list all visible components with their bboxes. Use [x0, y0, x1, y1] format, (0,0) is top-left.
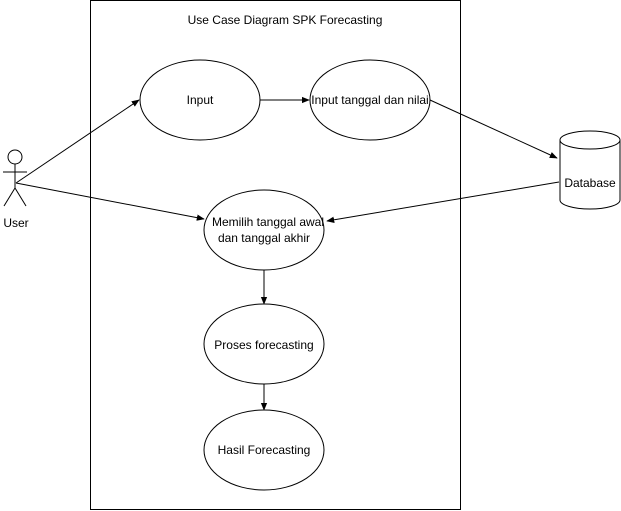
actor-user-label: User [3, 216, 28, 230]
edge-database-memilih [326, 181, 560, 223]
datastore-database[interactable]: Database [559, 130, 621, 210]
diagram-title: Use Case Diagram SPK Forecasting [188, 13, 383, 27]
use-case-memilih-label-line2: dan tanggal akhir [218, 231, 310, 245]
connections [15, 96, 560, 411]
datastore-database-label: Database [564, 176, 616, 190]
actor-right-leg [14, 187, 27, 207]
edge-inputtanggal-database [429, 99, 558, 159]
actor-left-leg [3, 187, 16, 207]
actor-user[interactable]: User [3, 149, 29, 230]
use-case-memilih-tanggal[interactable]: Memilih tanggal awal dan tanggal akhir [203, 189, 325, 271]
use-case-input-label: Input [187, 93, 214, 107]
use-case-memilih-label-line1: Memilih tanggal awal [212, 215, 324, 229]
use-case-proses-forecasting[interactable]: Proses forecasting [203, 303, 325, 385]
use-case-input-tanggal[interactable]: Input tanggal dan nilai [309, 59, 431, 141]
edge-user-memilih [15, 182, 205, 221]
use-case-proses-label: Proses forecasting [214, 338, 313, 352]
actor-head [7, 149, 23, 165]
use-case-input[interactable]: Input [139, 59, 261, 141]
database-rim [559, 139, 621, 150]
use-case-hasil-forecasting[interactable]: Hasil Forecasting [203, 409, 325, 491]
use-case-hasil-label: Hasil Forecasting [218, 443, 311, 457]
use-case-input-tanggal-label: Input tanggal dan nilai [311, 93, 428, 107]
database-icon [559, 130, 621, 210]
edge-user-input [15, 99, 140, 184]
